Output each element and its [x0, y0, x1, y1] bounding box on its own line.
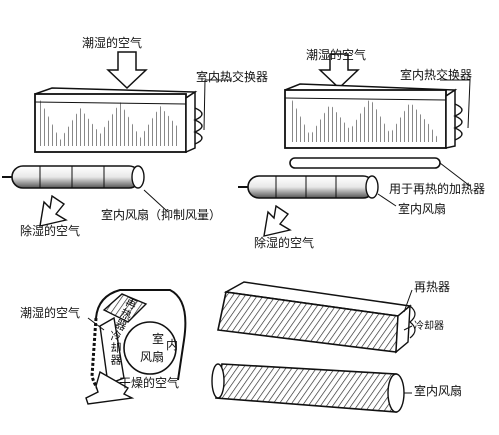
label-indoor-3-a: 室 — [152, 332, 165, 346]
heat-exchanger-2 — [284, 79, 471, 149]
cooler-block-4 — [217, 281, 416, 354]
label-dehumidified-air-2: 除湿的空气 — [254, 236, 315, 250]
label-indoor-fan-4: 室内风扇 — [414, 384, 463, 398]
label-indoor-heat-exchanger-1: 室内热交换器 — [196, 70, 269, 84]
cooler-block-3 — [99, 316, 125, 385]
panel-2 — [238, 53, 471, 237]
fan-cylinder-1 — [2, 165, 169, 213]
reheater-tube-2 — [289, 157, 471, 187]
fan-circle-3 — [123, 321, 177, 375]
arrow-dry-air-3 — [85, 370, 135, 405]
label-dry-air-3: 干燥的空气 — [119, 376, 180, 390]
arrow-humid-air-2 — [318, 53, 360, 90]
label-indoor-heat-exchanger-2: 室内热交换器 — [400, 68, 473, 82]
fan-cylinder-2 — [238, 175, 397, 207]
arrow-humid-air-1 — [106, 51, 148, 90]
label-dehumidified-air-1: 除湿的空气 — [20, 224, 81, 238]
arrow-dehum-air-1 — [39, 194, 68, 227]
label-reheater-4: 再热器 — [414, 280, 451, 294]
label-humid-air-1: 潮湿的空气 — [82, 36, 143, 50]
label-indoor-fan-2: 室内风扇 — [398, 202, 447, 216]
reheater-block-3 — [102, 293, 148, 323]
panel-4 — [211, 281, 416, 413]
panel-3 — [85, 289, 187, 405]
label-humid-air-2: 潮湿的空气 — [306, 48, 367, 62]
heat-exchanger-1 — [34, 79, 232, 154]
fan-cylinder-4 — [211, 363, 412, 413]
label-fan-3: 风扇 — [140, 350, 165, 364]
label-humid-air-3: 潮湿的空气 — [20, 306, 81, 320]
label-reheat-heater: 用于再热的加热器 — [389, 182, 486, 196]
label-cooler-4: 冷却器 — [414, 321, 444, 332]
panel-1 — [2, 51, 232, 227]
label-indoor-fan-1: 室内风扇（抑制风量） — [101, 208, 222, 222]
arrow-dehum-air-2 — [263, 204, 292, 237]
label-cooler-3: 冷却器 — [109, 330, 122, 366]
label-indoor-3-b: 内 — [166, 338, 179, 352]
